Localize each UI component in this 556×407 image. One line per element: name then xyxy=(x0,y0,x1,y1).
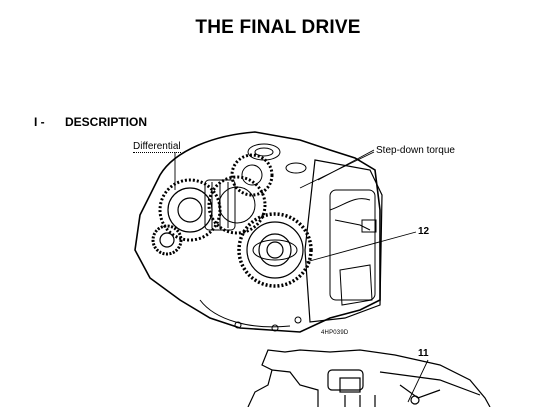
callout-11: 11 xyxy=(418,348,429,359)
section-number: I - xyxy=(34,115,45,129)
page-title: THE FINAL DRIVE xyxy=(195,17,361,38)
step-down-torque-label: Step-down torque xyxy=(376,145,455,156)
housing-cross-section-illustration xyxy=(247,349,491,407)
figure-reference-code: 4HP039D xyxy=(321,330,349,336)
section-title: DESCRIPTION xyxy=(65,115,148,129)
callout-12: 12 xyxy=(418,226,430,237)
differential-label: Differential xyxy=(133,141,181,153)
